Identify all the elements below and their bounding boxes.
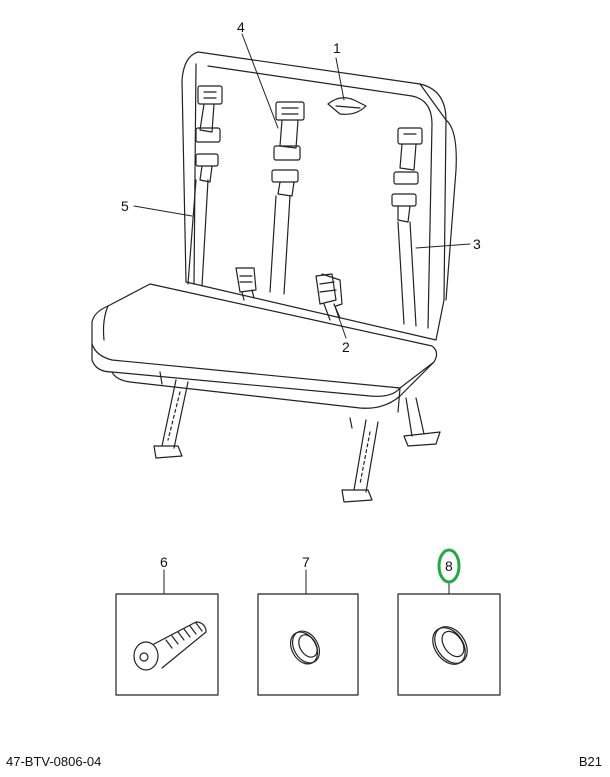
seat-back — [181, 51, 457, 341]
right-seat-belt — [391, 127, 423, 327]
seat-cushion — [91, 283, 438, 413]
washer-part-8 — [432, 626, 468, 665]
washer-part-7 — [289, 630, 321, 665]
callout-7: 7 — [302, 554, 310, 570]
bolt-part — [133, 621, 207, 671]
leader-lines — [133, 33, 471, 595]
left-seat-belt — [187, 85, 223, 287]
callout-6: 6 — [160, 554, 168, 570]
document-id: 47-BTV-0806-04 — [6, 754, 102, 769]
callout-5: 5 — [121, 198, 129, 214]
center-seat-belt — [269, 101, 305, 295]
detail-box-6 — [115, 593, 219, 696]
callout-8: 8 — [445, 558, 453, 574]
seat-back-handle — [327, 97, 367, 115]
seat-belt-buckles — [235, 267, 343, 321]
seat-legs — [153, 371, 441, 503]
callout-1: 1 — [333, 40, 341, 56]
callout-3: 3 — [473, 236, 481, 252]
detail-box-7 — [257, 593, 359, 696]
callout-2: 2 — [342, 339, 350, 355]
callout-8-highlight — [437, 548, 461, 584]
detail-box-8 — [397, 593, 501, 696]
callout-4: 4 — [237, 19, 245, 35]
page-code: B21 — [578, 754, 602, 769]
